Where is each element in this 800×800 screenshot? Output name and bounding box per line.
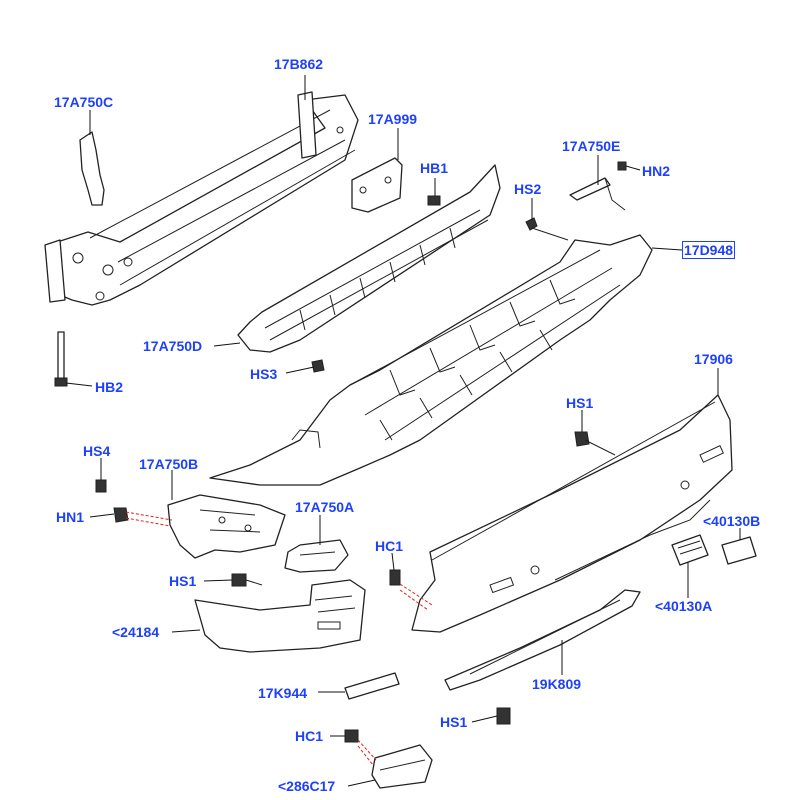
- bumper-cover-part[interactable]: [411, 394, 733, 633]
- callout-40130a[interactable]: <40130A: [655, 598, 713, 614]
- screw-hs4-part[interactable]: [95, 479, 107, 493]
- reflector-17k944-part[interactable]: [344, 672, 400, 700]
- energy-absorber-part[interactable]: [209, 234, 653, 486]
- callout-17b862[interactable]: 17B862: [274, 56, 324, 72]
- tow-eye-cover-part[interactable]: [371, 744, 433, 789]
- red-leader-lines: [125, 511, 433, 766]
- screw-hs1-left-part[interactable]: [231, 573, 263, 587]
- callout-19k809[interactable]: 19K809: [532, 676, 582, 692]
- plate-17a999-part[interactable]: [351, 157, 403, 213]
- clip-hc1-lower-part[interactable]: [344, 729, 359, 743]
- bolt-hb1-part[interactable]: [427, 195, 441, 206]
- screw-hs1-lower-part[interactable]: [496, 707, 511, 725]
- callout-24184[interactable]: <24184: [112, 624, 160, 640]
- screw-hs3-part[interactable]: [311, 359, 325, 373]
- callout-hs2[interactable]: HS2: [514, 181, 542, 197]
- corner-cover-24184-part[interactable]: [194, 579, 366, 653]
- callout-hs3[interactable]: HS3: [250, 366, 278, 382]
- callout-17a999[interactable]: 17A999: [368, 111, 418, 127]
- cover-40130a-part[interactable]: [671, 534, 709, 566]
- screw-hs2-part[interactable]: [525, 217, 569, 241]
- rail-17a750d-part[interactable]: [237, 164, 501, 353]
- callout-hn1[interactable]: HN1: [56, 509, 85, 525]
- screw-hs1-upper-part[interactable]: [574, 431, 616, 456]
- callout-hc1-lower[interactable]: HC1: [295, 728, 324, 744]
- callout-hs4[interactable]: HS4: [83, 443, 111, 459]
- callout-17a750d[interactable]: 17A750D: [143, 338, 203, 354]
- callout-17906[interactable]: 17906: [694, 351, 733, 367]
- bumper-beam-part[interactable]: [44, 91, 359, 306]
- callout-17d948[interactable]: 17D948: [681, 241, 736, 259]
- callout-hn2[interactable]: HN2: [642, 163, 671, 179]
- clip-hc1-mid-part[interactable]: [389, 569, 401, 586]
- callout-hs1-left[interactable]: HS1: [169, 573, 197, 589]
- callout-hc1-mid[interactable]: HC1: [375, 538, 404, 554]
- cover-40130b-part[interactable]: [721, 536, 757, 565]
- callout-hs1-upper[interactable]: HS1: [566, 395, 594, 411]
- callout-17a750e[interactable]: 17A750E: [562, 138, 621, 154]
- strip-19k809-part[interactable]: [444, 589, 641, 691]
- bracket-17a750c-part[interactable]: [79, 131, 105, 206]
- bracket-17a750b-part[interactable]: [167, 494, 286, 559]
- bolt-hb2-part[interactable]: [54, 331, 68, 387]
- nut-hn1-part[interactable]: [113, 507, 129, 523]
- leader-lines: [65, 75, 741, 787]
- callout-hb1[interactable]: HB1: [420, 160, 449, 176]
- bracket-17a750e-part[interactable]: [569, 161, 627, 211]
- callout-17k944[interactable]: 17K944: [258, 685, 308, 701]
- callout-17a750a[interactable]: 17A750A: [295, 499, 355, 515]
- callout-hb2[interactable]: HB2: [95, 379, 124, 395]
- bracket-17a750a-part[interactable]: [284, 539, 349, 573]
- callout-286c17[interactable]: <286C17: [278, 778, 336, 794]
- callout-17a750c[interactable]: 17A750C: [54, 94, 114, 110]
- callout-hs1-lower[interactable]: HS1: [440, 714, 468, 730]
- callout-40130b[interactable]: <40130B: [703, 513, 761, 529]
- callout-17a750b[interactable]: 17A750B: [139, 456, 199, 472]
